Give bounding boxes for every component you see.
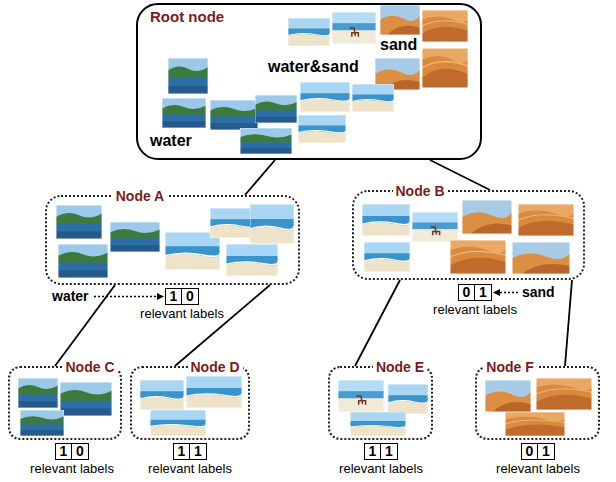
image-group-label: water&sand [268,58,359,76]
node-heading: Node F [483,359,536,375]
label-cell: 1 [381,443,398,460]
tree-edge [245,160,275,195]
node-heading: Node E [373,359,427,375]
label-name: sand [522,284,555,300]
label-cell: 1 [165,288,182,305]
node-heading: Node D [188,359,243,375]
tree-node-box: Node F [475,366,600,440]
caption-text: relevant labels [30,461,114,476]
tree-node-box: Node B [352,190,585,280]
node-heading: Node A [113,188,167,204]
label-cell: 1 [538,443,555,460]
label-cell: 0 [521,443,538,460]
caption-text: relevant labels [148,461,232,476]
caption-text: relevant labels [496,461,580,476]
caption-text: relevant labels [433,302,517,317]
tree-node-box: Node A [45,195,300,285]
tree-node-box: Node D [130,366,250,440]
label-cell: 1 [364,443,381,460]
tree-edge [355,280,400,366]
label-cell: 1 [475,284,492,301]
caption-text: relevant labels [140,306,224,321]
label-cell: 0 [182,288,199,305]
label-cell: 1 [55,443,72,460]
root-node-box: Root node sand water&sand water [136,3,482,160]
label-name: water [52,288,89,304]
label-cell: 1 [173,443,190,460]
node-heading: Node B [393,183,448,199]
label-cell: 0 [458,284,475,301]
root-heading: Root node [150,8,224,25]
node-heading: Node C [63,359,118,375]
label-cell: 1 [190,443,207,460]
label-cell: 0 [72,443,89,460]
image-group-label: sand [380,36,417,54]
tree-edge [175,285,270,366]
tree-node-box: Node C [8,366,122,440]
tree-edge [565,280,572,366]
image-group-label: water [150,132,192,150]
tree-node-box: Node E [328,366,433,440]
caption-text: relevant labels [339,461,423,476]
